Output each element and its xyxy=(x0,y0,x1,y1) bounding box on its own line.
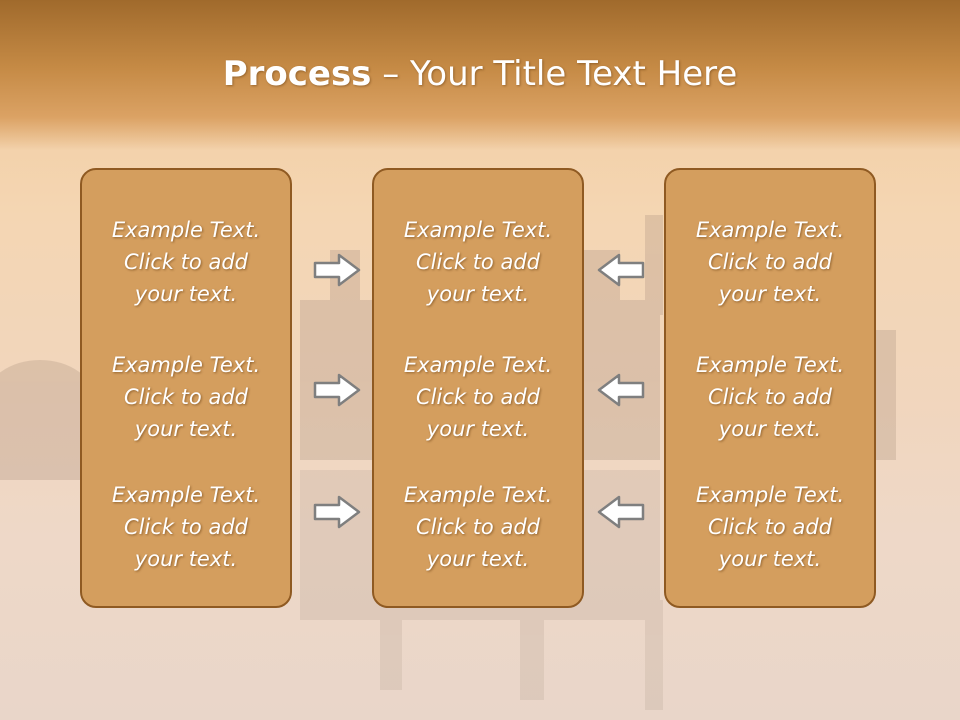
text-line: Example Text. xyxy=(695,483,845,507)
text-line: your text. xyxy=(134,547,238,571)
arrow-left-icon xyxy=(597,373,645,407)
text-placeholder[interactable]: Example Text. Click to add your text. xyxy=(666,349,874,445)
text-placeholder[interactable]: Example Text. Click to add your text. xyxy=(666,479,874,575)
text-line: Example Text. xyxy=(111,483,261,507)
text-line: your text. xyxy=(134,282,238,306)
text-line: Click to add xyxy=(123,515,248,539)
text-line: your text. xyxy=(718,417,822,441)
text-line: your text. xyxy=(426,547,530,571)
text-line: Example Text. xyxy=(111,218,261,242)
text-line: Click to add xyxy=(415,515,540,539)
text-line: Example Text. xyxy=(403,353,553,377)
text-line: Example Text. xyxy=(695,218,845,242)
title-bold: Process xyxy=(222,54,372,94)
title-band xyxy=(0,0,960,150)
text-placeholder[interactable]: Example Text. Click to add your text. xyxy=(82,479,290,575)
arrow-right-icon xyxy=(313,253,361,287)
text-line: your text. xyxy=(718,547,822,571)
text-line: Click to add xyxy=(707,515,832,539)
text-placeholder[interactable]: Example Text. Click to add your text. xyxy=(666,214,874,310)
text-placeholder[interactable]: Example Text. Click to add your text. xyxy=(374,349,582,445)
process-box-3: Example Text. Click to add your text. Ex… xyxy=(664,168,876,608)
title-rest: – Your Title Text Here xyxy=(371,54,738,94)
text-placeholder[interactable]: Example Text. Click to add your text. xyxy=(82,349,290,445)
text-line: Click to add xyxy=(123,250,248,274)
text-line: Example Text. xyxy=(695,353,845,377)
process-box-1: Example Text. Click to add your text. Ex… xyxy=(80,168,292,608)
text-placeholder[interactable]: Example Text. Click to add your text. xyxy=(374,479,582,575)
arrow-left-icon xyxy=(597,495,645,529)
text-line: Click to add xyxy=(123,385,248,409)
text-line: Click to add xyxy=(707,385,832,409)
process-box-2: Example Text. Click to add your text. Ex… xyxy=(372,168,584,608)
text-line: your text. xyxy=(426,417,530,441)
text-line: your text. xyxy=(426,282,530,306)
text-line: Click to add xyxy=(707,250,832,274)
arrow-right-icon xyxy=(313,495,361,529)
text-placeholder[interactable]: Example Text. Click to add your text. xyxy=(374,214,582,310)
text-line: Example Text. xyxy=(403,483,553,507)
arrow-right-icon xyxy=(313,373,361,407)
text-line: Click to add xyxy=(415,385,540,409)
text-placeholder[interactable]: Example Text. Click to add your text. xyxy=(82,214,290,310)
text-line: your text. xyxy=(134,417,238,441)
text-line: Example Text. xyxy=(111,353,261,377)
text-line: Click to add xyxy=(415,250,540,274)
slide-title[interactable]: Process – Your Title Text Here xyxy=(0,54,960,94)
text-line: your text. xyxy=(718,282,822,306)
arrow-left-icon xyxy=(597,253,645,287)
text-line: Example Text. xyxy=(403,218,553,242)
